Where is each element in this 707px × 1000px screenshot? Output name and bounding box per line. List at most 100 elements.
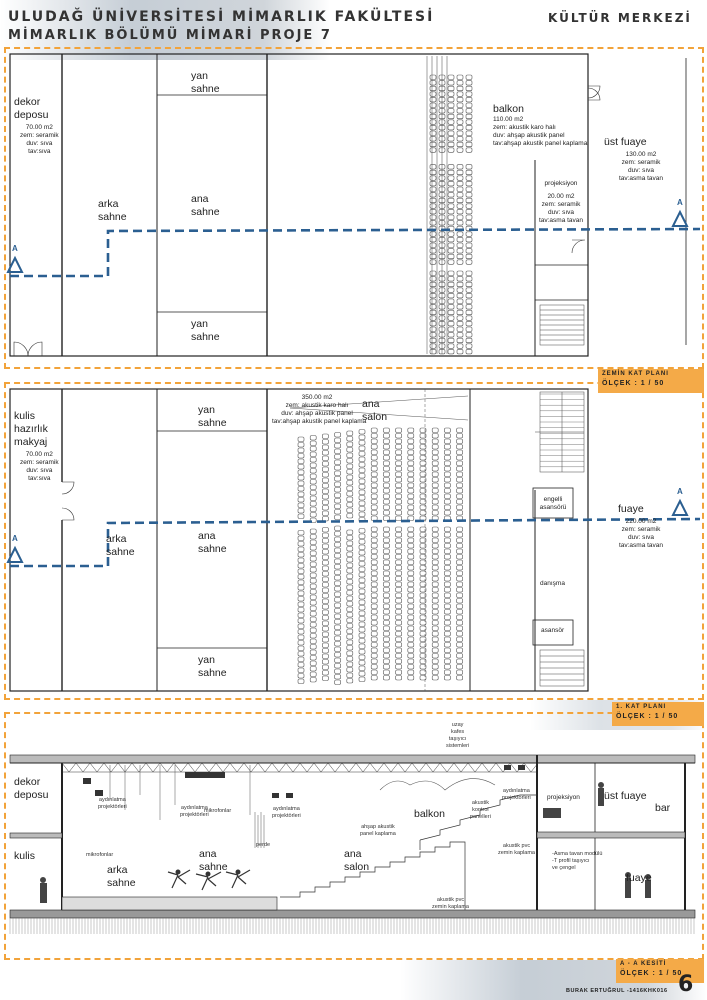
seat: [358, 473, 366, 479]
seat: [431, 455, 439, 461]
seat: [370, 477, 378, 483]
seat: [322, 615, 329, 621]
seat: [309, 611, 317, 617]
seat: [395, 559, 402, 565]
seat: [429, 197, 437, 203]
seat: [346, 678, 354, 684]
seat: [383, 493, 390, 499]
seat: [309, 671, 317, 677]
seat: [334, 437, 341, 443]
seat: [419, 592, 427, 598]
seat: [444, 631, 451, 637]
seat: [438, 321, 446, 327]
seat: [419, 636, 427, 642]
seat: [309, 638, 317, 644]
seat: [383, 642, 390, 648]
seat: [456, 231, 464, 237]
section-projeksiyon: projeksiyon: [547, 794, 580, 801]
seat: [456, 581, 463, 587]
seat: [429, 147, 437, 153]
truss-segment: [187, 762, 203, 773]
seat: [309, 545, 317, 551]
seat: [395, 433, 402, 439]
seat: [438, 125, 446, 131]
section-asma-tavan: -Asma tavan modülü -T profil taşıyıcı ve…: [552, 851, 603, 871]
first-stair: [535, 391, 585, 687]
seat: [419, 493, 427, 499]
seat: [297, 574, 305, 580]
seat: [444, 537, 451, 543]
seat: [456, 675, 463, 681]
seat: [456, 559, 463, 565]
seat: [370, 642, 378, 648]
seat: [346, 579, 354, 585]
seat: [465, 130, 473, 136]
seat: [447, 214, 455, 220]
seat: [383, 592, 390, 598]
truss-segment: [411, 762, 427, 773]
seat: [309, 550, 317, 556]
seat: [429, 259, 437, 265]
seat: [429, 293, 437, 299]
seat: [431, 625, 439, 631]
seat: [429, 181, 437, 187]
seat: [465, 293, 473, 299]
seat: [334, 465, 341, 471]
seat: [444, 444, 451, 450]
seat: [383, 460, 390, 466]
seat: [346, 645, 354, 651]
seat: [309, 677, 317, 683]
seat: [322, 576, 329, 582]
seat: [370, 592, 378, 598]
seat: [438, 332, 446, 338]
truss-segment: [89, 762, 105, 773]
seat: [431, 493, 439, 499]
seat: [370, 543, 378, 549]
seat: [358, 533, 366, 539]
seat: [407, 504, 415, 510]
seat: [419, 620, 427, 626]
seat: [346, 452, 354, 458]
seat: [456, 499, 463, 505]
seat: [358, 638, 366, 644]
seat: [431, 598, 439, 604]
seat: [395, 504, 402, 510]
seat: [419, 565, 427, 571]
ground-section-arrows: [6, 209, 689, 273]
seat: [370, 570, 378, 576]
truss-segment: [355, 762, 371, 773]
seat: [407, 664, 415, 670]
seat: [309, 484, 317, 490]
section-ust-fuaye: üst fuaye: [604, 790, 647, 802]
seat: [309, 589, 317, 595]
seat: [407, 598, 415, 604]
seat: [429, 270, 437, 276]
seat: [419, 581, 427, 587]
seat: [438, 197, 446, 203]
seat: [395, 537, 402, 543]
seat: [395, 620, 402, 626]
seat: [297, 497, 305, 503]
seat: [370, 675, 378, 681]
seat: [383, 587, 390, 593]
seat: [407, 482, 415, 488]
seat: [407, 565, 415, 571]
seat: [438, 186, 446, 192]
seat: [431, 570, 439, 576]
seat: [431, 504, 439, 510]
seat: [334, 542, 341, 548]
seat: [370, 614, 378, 620]
seat: [407, 658, 415, 664]
seat: [346, 634, 354, 640]
first-ana-salon-specs: 350.00 m2 zem: akustik karo halı duv: ah…: [272, 394, 367, 425]
seat: [334, 547, 341, 553]
seat: [309, 512, 317, 518]
truss-segment: [243, 762, 259, 773]
seat: [383, 554, 390, 560]
seat: [358, 489, 366, 495]
truss-segment: [313, 762, 329, 773]
truss-segment: [481, 762, 497, 773]
seat: [322, 609, 329, 615]
seat: [444, 449, 451, 455]
seat: [456, 510, 463, 516]
